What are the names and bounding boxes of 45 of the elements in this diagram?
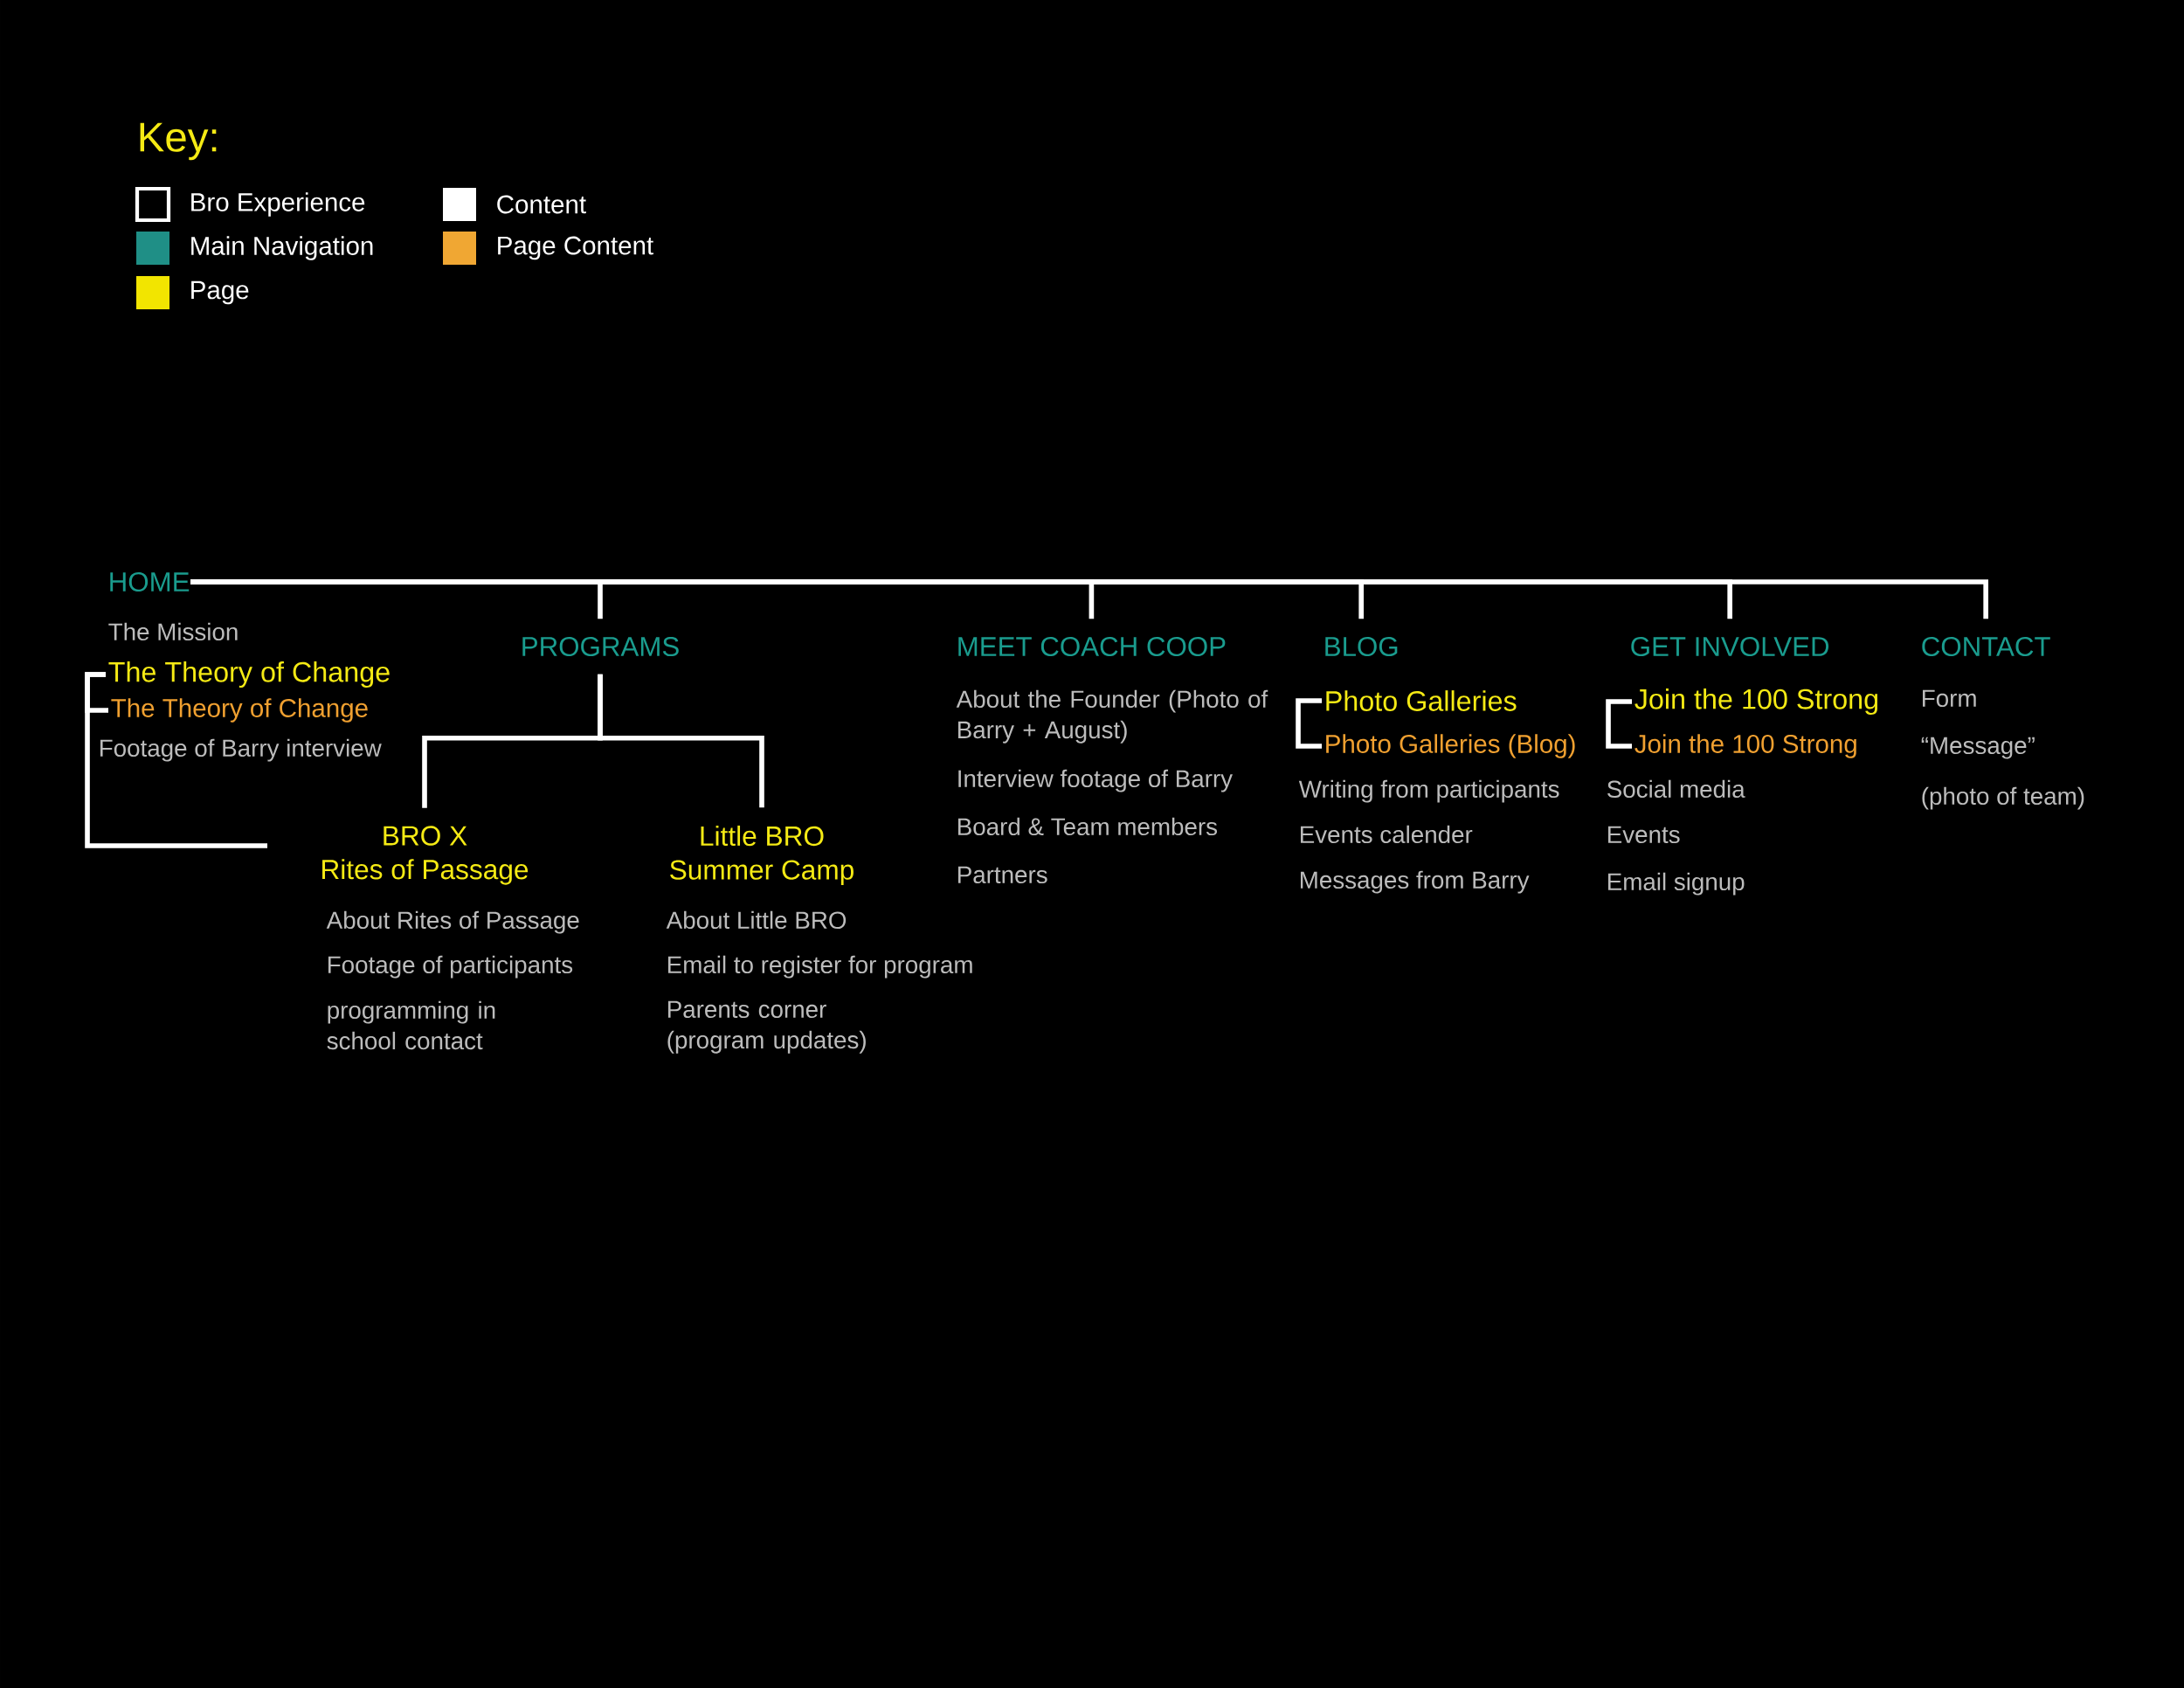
- content-text: programming in school contact: [327, 1000, 495, 1050]
- nav-label: MEET COACH COOP: [958, 636, 1226, 657]
- page-label: Join the 100 Strong: [1635, 688, 1878, 716]
- content-text: Partners: [958, 866, 1047, 884]
- page-content-label: Join the 100 Strong: [1635, 734, 1856, 758]
- content-text: Events calender: [1301, 825, 1473, 844]
- content-text: About the Founder (Photo of Barry + August): [956, 689, 1268, 744]
- legend-text: Main Navigation: [191, 236, 373, 260]
- content-text: Parents corner (program updates): [667, 1000, 866, 1054]
- nav-label: HOME: [110, 571, 190, 592]
- content-text: About Rites of Passage: [326, 910, 579, 934]
- content-text: (photo of team): [1922, 786, 2084, 810]
- nav-label: PROGRAMS: [522, 636, 679, 657]
- key-heading: Key:: [140, 122, 217, 161]
- bracket-line: [1296, 698, 1322, 749]
- legend-text: Bro Experience: [191, 192, 365, 217]
- content-text: Social media: [1607, 779, 1745, 799]
- content-text: Form: [1923, 689, 1976, 708]
- content-text: Footage of participants: [328, 955, 573, 979]
- page-label: BRO X Rites of Passage: [322, 826, 529, 885]
- bracket-line: [85, 672, 267, 848]
- content-text: Board & Team members: [958, 817, 1218, 836]
- content-text: Footage of Barry interview: [100, 738, 382, 762]
- bracket-line: [1606, 699, 1633, 749]
- content-text: Writing from participants: [1298, 779, 1559, 803]
- page-label: Photo Galleries: [1326, 690, 1517, 711]
- content-text: Interview footage of Barry: [958, 769, 1233, 792]
- content-text: The Mission: [108, 622, 238, 641]
- nav-label: CONTACT: [1922, 636, 2050, 657]
- legend-text: Page Content: [498, 236, 653, 260]
- page-label: Little BRO Summer Camp: [670, 825, 854, 886]
- nav-label: BLOG: [1325, 636, 1398, 657]
- content-text: Messages from Barry: [1301, 870, 1530, 894]
- content-text: About Little BRO: [666, 910, 847, 930]
- nav-label: GET INVOLVED: [1631, 636, 1829, 657]
- legend-text: Content: [497, 195, 586, 214]
- page-content-label: Photo Galleries (Blog): [1326, 734, 1575, 758]
- connector-line: [598, 674, 764, 808]
- page-content-label: The Theory of Change: [111, 698, 368, 723]
- content-text: Email signup: [1608, 872, 1745, 896]
- content-text: “Message”: [1921, 737, 2035, 759]
- page-label: The Theory of Change: [108, 661, 390, 688]
- content-text: Events: [1608, 826, 1680, 844]
- content-text: Email to register for program: [668, 955, 972, 979]
- legend-text: Page: [191, 280, 249, 305]
